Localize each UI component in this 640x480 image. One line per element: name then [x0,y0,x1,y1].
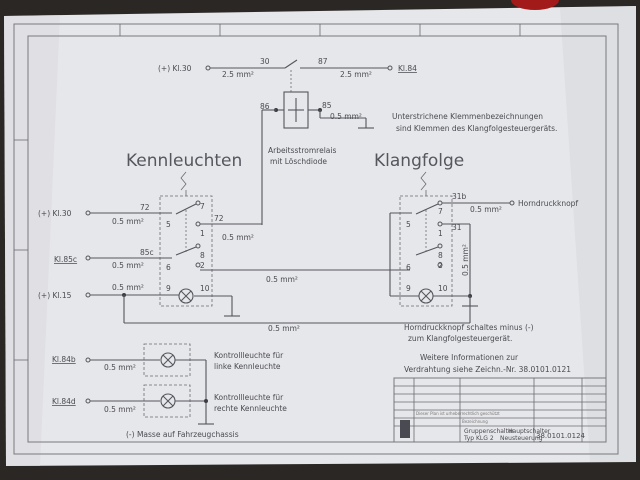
kennleuchten-box [159,195,213,307]
pin-30-label: 30 [260,57,270,66]
relay-contact [284,59,298,69]
left-wire-1: 0.5 mm² [112,217,144,226]
svg-text:7: 7 [200,202,205,211]
horn-button-label: Horndruckknopf [518,199,578,208]
svg-text:2: 2 [200,261,205,270]
kl84-terminal [387,65,393,71]
relay-caption-2: mit Löschdiode [270,157,327,166]
title-line-3: Hauptschalter [508,428,551,435]
red-object [511,0,559,10]
title-block: Dieser Plan ist urheberrechtlich geschüt… [393,377,607,443]
pin-87-label: 87 [318,57,328,66]
control-lamps: Kl.84b 0.5 mm² Kl.84d 0.5 mm² Kontrollle… [52,343,287,439]
lamp-wire-1: 0.5 mm² [104,363,136,372]
lamp-left-2: linke Kennleuchte [214,362,281,371]
pin-85-label: 85 [322,101,332,110]
svg-text:6: 6 [406,263,411,272]
svg-text:6: 6 [166,263,171,272]
left-wire-3: 0.5 mm² [112,283,144,292]
horn-note-1: Horndruckknopf schaltes minus (-) [404,323,534,332]
horn-wire: 0.5 mm² [470,205,502,214]
mid-wire-72: 0.5 mm² [222,233,254,242]
svg-text:10: 10 [200,284,210,293]
inner-frame [27,35,607,443]
kl84-label: Kl.84 [398,64,417,73]
title-line-2: Typ KLG 2 [463,435,494,442]
wire-2-5-left: 2.5 mm² [222,70,254,79]
info-note-1: Weitere Informationen zur [420,353,519,362]
horn-note-2: zum Klangfolgesteuergerät. [408,334,512,343]
relay-ground-wire: 0.5 mm² [330,112,362,121]
svg-text:72: 72 [214,214,224,223]
kl84d-label: Kl.84d [52,397,76,406]
relay-caption-1: Arbeitsstromrelais [268,146,336,155]
paper-corner-shade [560,6,636,462]
kl84b-label: Kl.84b [52,355,76,364]
svg-text:5: 5 [406,220,411,229]
left-wire-2: 0.5 mm² [112,261,144,270]
terminal-note-2: sind Klemmen des Klangfolgesteuergeräts. [396,124,557,133]
lamp-right-2: rechte Kennleuchte [214,404,287,413]
kl30-top-label: (+) Kl.30 [158,64,192,73]
small-note-1: Dieser Plan ist urheberrechtlich geschüt… [416,411,500,416]
svg-text:7: 7 [438,207,443,216]
ground-note: (-) Masse auf Fahrzeugchassis [126,430,239,439]
paper-sheet [4,6,636,466]
klangfolge-switch: Klangfolge 31b 31 7 5 1 8 6 2 9 10 [374,151,467,307]
mid-wire-2: 0.5 mm² [266,275,298,284]
kennleuchten-title: Kennleuchten [126,151,242,171]
small-note-2: Bezeichnung [462,419,488,424]
klangfolge-title: Klangfolge [374,151,464,171]
svg-text:1: 1 [200,229,205,238]
terminal-note-1: Unterstrichene Klemmenbezeichnungen [392,112,543,121]
paper-shade [4,15,60,466]
relay-section: (+) Kl.30 30 2.5 mm² 87 2.5 mm² Kl.84 86… [158,57,417,225]
svg-text:9: 9 [166,284,171,293]
lamp-right-1: Kontrollleuchte für [214,393,284,402]
frame-marks [14,24,521,361]
svg-text:10: 10 [438,284,448,293]
kennleuchten-lamp [178,288,194,304]
drawing-number: 38.0101.0124 [536,432,586,440]
klangfolge-box [399,195,453,307]
kennleuchten-switch: Kennleuchten 7 5 1 8 6 2 9 10 [126,151,242,307]
svg-text:85c: 85c [140,248,154,257]
bottom-wire-label: 0.5 mm² [268,324,300,333]
svg-text:8: 8 [438,251,443,260]
lamp-wire-2: 0.5 mm² [104,405,136,414]
company-logo [400,420,410,438]
pin-86-label: 86 [260,102,270,111]
outer-frame [13,23,619,455]
info-note-2: Verdrahtung siehe Zeichn.-Nr. 38.0101.01… [404,365,571,374]
left-kl15-label: (+) Kl.15 [38,291,72,300]
vertical-wire-label: 0.5 mm² [461,244,470,276]
left-kl85c-label: Kl.85c [54,255,77,264]
title-line-1: Gruppenschalter [464,428,515,435]
svg-text:5: 5 [166,220,171,229]
pin-31b: 31b [452,192,467,201]
svg-text:9: 9 [406,284,411,293]
svg-text:2: 2 [438,261,443,270]
svg-text:8: 8 [200,251,205,260]
pin-31: 31 [452,223,462,232]
wire-2-5-right: 2.5 mm² [340,70,372,79]
svg-text:1: 1 [438,229,443,238]
left-kl30-label: (+) Kl.30 [38,209,72,218]
title-line-4: Neusteuerung [500,435,543,442]
lamp-left-1: Kontrollleuchte für [214,351,284,360]
svg-text:72: 72 [140,203,150,212]
